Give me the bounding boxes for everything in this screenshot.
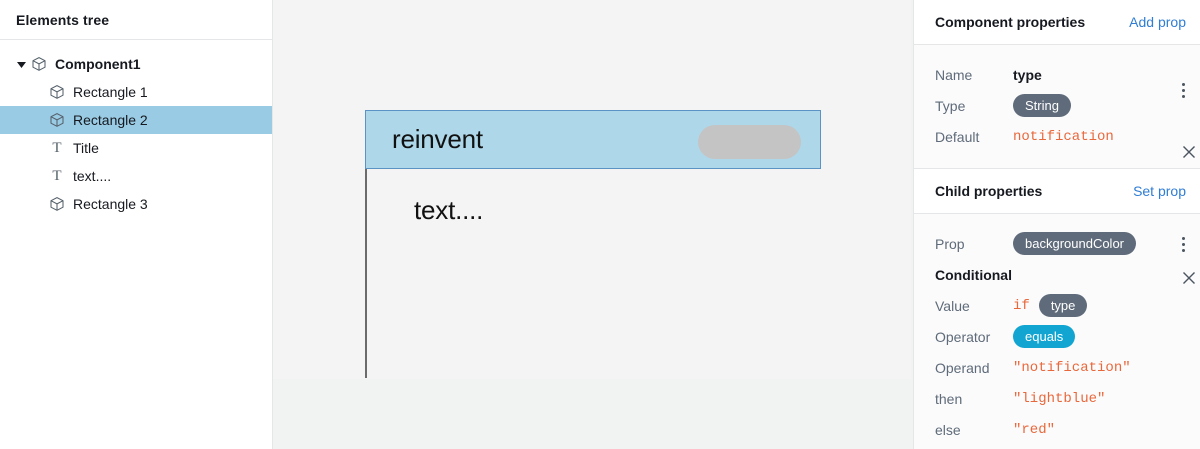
prop-label: Name bbox=[935, 66, 973, 83]
text-icon: T bbox=[52, 167, 62, 184]
more-vertical-icon[interactable] bbox=[1174, 83, 1192, 98]
preview-title-text: reinvent bbox=[392, 124, 483, 154]
close-icon[interactable] bbox=[1180, 269, 1198, 287]
component-preview-card[interactable]: reinvent text.... bbox=[365, 110, 821, 378]
tree-item-label: Title bbox=[73, 140, 99, 156]
prop-label: Type bbox=[935, 97, 966, 114]
tree-item-title[interactable]: T Title bbox=[0, 134, 272, 162]
prop-label: else bbox=[935, 421, 961, 438]
text-icon: T bbox=[52, 139, 62, 156]
component-properties-title: Component properties bbox=[935, 14, 1086, 30]
prop-value-badge[interactable]: backgroundColor bbox=[1013, 232, 1137, 255]
cube-icon bbox=[30, 55, 48, 73]
prop-value-code[interactable]: "red" bbox=[1013, 421, 1056, 438]
add-prop-button[interactable]: Add prop bbox=[1129, 14, 1186, 30]
tree-item-label: Rectangle 2 bbox=[73, 112, 148, 128]
elements-tree-header: Elements tree bbox=[0, 0, 272, 40]
prop-value-code[interactable]: "lightblue" bbox=[1013, 390, 1106, 407]
prop-row-then: then "lightblue" bbox=[914, 383, 1200, 414]
child-properties-header: Child properties Set prop bbox=[914, 169, 1200, 214]
more-vertical-icon[interactable] bbox=[1174, 237, 1192, 252]
prop-label: Operator bbox=[935, 328, 991, 345]
cube-icon bbox=[48, 195, 66, 213]
prop-value-badge[interactable]: String bbox=[1013, 94, 1071, 117]
tree-item-label: Rectangle 3 bbox=[73, 196, 148, 212]
prop-label: Value bbox=[935, 297, 970, 314]
close-icon[interactable] bbox=[1180, 143, 1198, 161]
tree-item-label: text.... bbox=[73, 168, 112, 184]
prop-row-else: else "red" bbox=[914, 414, 1200, 445]
tree-item-label: Component1 bbox=[55, 56, 141, 72]
set-prop-button[interactable]: Set prop bbox=[1133, 183, 1186, 199]
prop-value-badge[interactable]: type bbox=[1038, 294, 1088, 317]
prop-value-code[interactable]: notification bbox=[1013, 128, 1114, 145]
prop-value-text[interactable]: type bbox=[1013, 66, 1042, 83]
chevron-down-icon[interactable] bbox=[14, 57, 28, 71]
cube-icon bbox=[48, 111, 66, 129]
cube-icon bbox=[48, 83, 66, 101]
prop-row-prop: Prop backgroundColor bbox=[914, 228, 1200, 259]
design-canvas[interactable]: reinvent text.... bbox=[273, 0, 913, 449]
prop-label: Operand bbox=[935, 359, 990, 376]
tree-item-label: Rectangle 1 bbox=[73, 84, 148, 100]
child-properties-title: Child properties bbox=[935, 183, 1043, 199]
prop-label: Default bbox=[935, 128, 980, 145]
prop-row-type: Type String bbox=[914, 90, 1200, 121]
preview-pill-shape[interactable] bbox=[698, 125, 801, 159]
tree-item-rectangle-3[interactable]: Rectangle 3 bbox=[0, 190, 272, 218]
prop-row-operand: Operand "notification" bbox=[914, 352, 1200, 383]
prop-row-conditional: Conditional bbox=[914, 259, 1200, 290]
prop-label: Conditional bbox=[935, 266, 1012, 283]
preview-body-text: text.... bbox=[414, 195, 484, 225]
prop-value-code[interactable]: "notification" bbox=[1013, 359, 1131, 376]
prop-label: Prop bbox=[935, 235, 965, 252]
preview-header-rectangle[interactable]: reinvent bbox=[365, 110, 821, 169]
prop-row-operator: Operator equals bbox=[914, 321, 1200, 352]
tree-item-rectangle-1[interactable]: Rectangle 1 bbox=[0, 78, 272, 106]
conditional-if-keyword: if bbox=[1013, 297, 1030, 314]
tree-item-component1[interactable]: Component1 bbox=[0, 50, 272, 78]
prop-label: then bbox=[935, 390, 963, 407]
prop-value-badge[interactable]: equals bbox=[1013, 325, 1076, 348]
prop-row-default: Default notification bbox=[914, 121, 1200, 152]
component-properties-header: Component properties Add prop bbox=[914, 0, 1200, 45]
prop-row-name: Name type bbox=[914, 59, 1200, 90]
tree-item-rectangle-2[interactable]: Rectangle 2 bbox=[0, 106, 272, 134]
preview-body-rectangle[interactable]: text.... bbox=[365, 169, 821, 378]
elements-tree-title: Elements tree bbox=[16, 11, 110, 28]
